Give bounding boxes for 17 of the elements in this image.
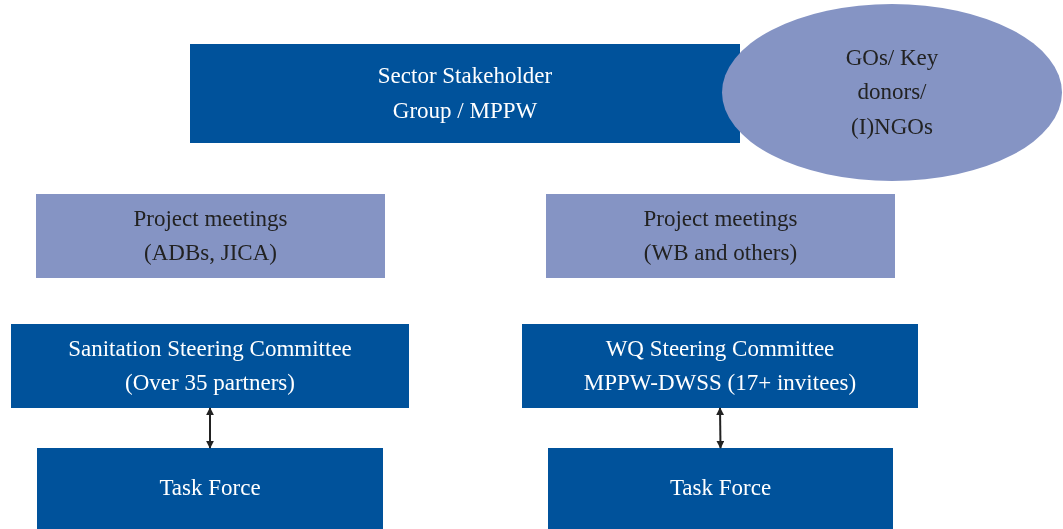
double-arrow (206, 407, 214, 449)
node-label: Project meetings (WB and others) (642, 204, 799, 267)
process-box (37, 448, 383, 529)
process-box (522, 324, 918, 408)
meeting-box (546, 194, 895, 278)
node-label: Task Force (159, 474, 261, 503)
node-label: Task Force (669, 474, 772, 503)
process-box (190, 44, 740, 143)
double-arrow (716, 407, 725, 449)
process-box (11, 324, 409, 408)
node-label: GOs/ Key donors/ (I)NGOs (844, 43, 940, 141)
node-label: Project meetings (ADBs, JICA) (132, 204, 289, 267)
node-label: Sector Stakeholder Group / MPPW (376, 62, 554, 125)
node-label: WQ Steering Committee MPPW-DWSS (17+ invitees) (582, 334, 858, 397)
meeting-box (36, 194, 385, 278)
process-box (548, 448, 893, 529)
node-label: Sanitation Steering Committee (Over 35 partners) (67, 334, 353, 397)
